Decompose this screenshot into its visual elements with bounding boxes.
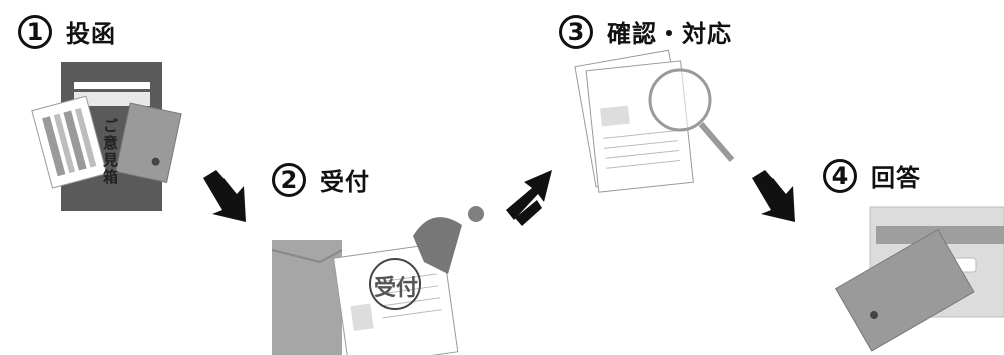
arrow-3-to-4-icon [752, 170, 795, 222]
magnifier-icon [648, 68, 735, 162]
step-4-number: 4 [823, 158, 857, 193]
step-1-number: 1 [18, 14, 52, 49]
arrow-2-to-3-icon [506, 170, 552, 226]
step-2-label: 受付 [320, 168, 370, 196]
suggestion-box-label: ご意見箱 [101, 118, 119, 186]
step-4: 4 回答 [823, 158, 921, 193]
step-2-number: 2 [272, 162, 306, 197]
envelope-icon [271, 240, 343, 355]
envelope-icon [115, 102, 182, 183]
document-icon [333, 242, 459, 355]
envelope-icon [835, 228, 975, 352]
stamp-mark-icon [369, 258, 421, 310]
step-2: 2 受付 [272, 162, 370, 197]
step-3-number: 3 [559, 14, 593, 49]
step-3-label: 確認・対応 [607, 20, 732, 48]
step-3: 3 確認・対応 [559, 14, 732, 49]
step-1: 1 投函 [18, 14, 116, 49]
paper-slip-icon [31, 95, 108, 189]
stamp-icon [413, 206, 484, 274]
arrow-1-to-2-icon [203, 170, 246, 222]
step-4-label: 回答 [871, 164, 921, 192]
stamp-label: 受付 [374, 276, 419, 301]
step-1-label: 投函 [66, 20, 116, 48]
